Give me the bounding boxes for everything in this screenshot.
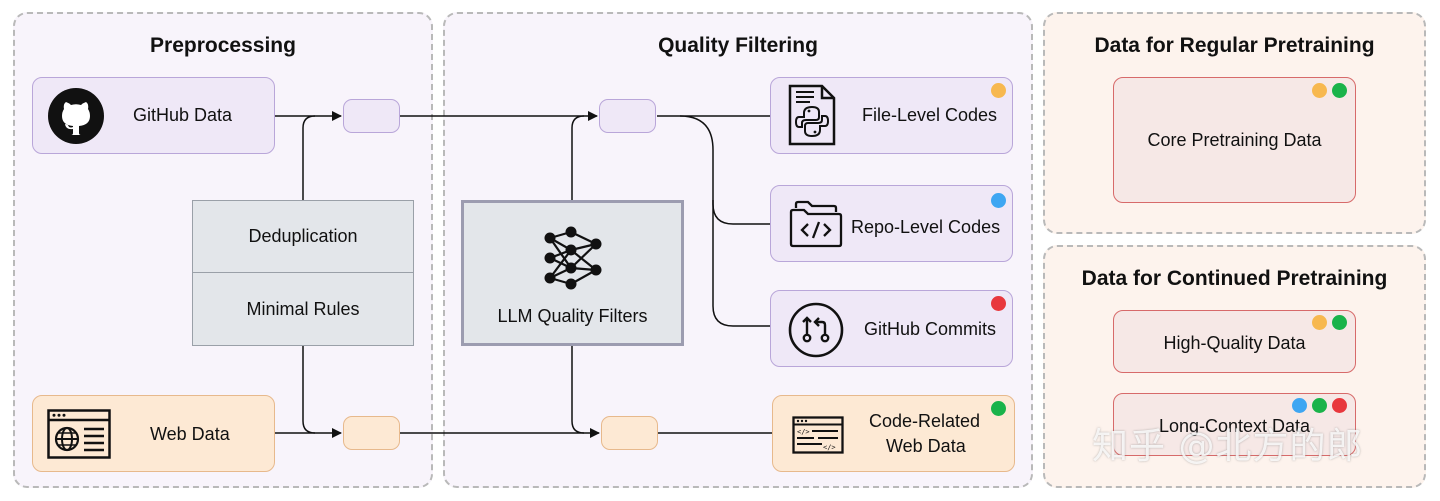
dedup-down-line — [302, 346, 316, 434]
code-window-icon: </> </> — [792, 416, 844, 459]
continued-pretraining-title: Data for Continued Pretraining — [1081, 267, 1388, 290]
llm-quality-filter-box: LLM Quality Filters — [461, 200, 684, 346]
code-folder-icon — [788, 200, 844, 253]
high-quality-data-label: High-Quality Data — [1163, 333, 1306, 353]
red-dot — [1332, 398, 1347, 413]
code-related-web-data-box: </> </> Code-Related Web Data — [772, 395, 1015, 472]
dedup-up-line — [302, 115, 316, 200]
blue-dot — [991, 193, 1006, 208]
repo-level-codes-label: Repo-Level Codes — [851, 217, 1001, 237]
to-commits-line — [712, 200, 770, 327]
core-pretraining-data-box: Core Pretraining Data — [1113, 77, 1356, 203]
github-data-label: GitHub Data — [133, 105, 233, 125]
rules-label: Minimal Rules — [246, 298, 360, 319]
web-merge-node — [343, 416, 400, 450]
web-data-label: Web Data — [150, 424, 230, 444]
green-dot — [1332, 83, 1347, 98]
red-dot — [991, 296, 1006, 311]
github-commits-box: GitHub Commits — [770, 290, 1013, 367]
preprocessing-title: Preprocessing — [150, 34, 296, 57]
code-related-web-data-label-line1: Code-Related — [869, 411, 981, 431]
regular-pretraining-title: Data for Regular Pretraining — [1094, 34, 1375, 57]
core-pretraining-data-label: Core Pretraining Data — [1147, 130, 1322, 150]
llm-quality-filter-label: LLM Quality Filters — [497, 306, 648, 326]
code-split-node — [599, 99, 656, 133]
dedup-step: Deduplication — [193, 201, 413, 273]
svg-text:</>: </> — [797, 428, 810, 436]
rules-step: Minimal Rules — [193, 273, 413, 345]
orange-dot — [1312, 315, 1327, 330]
long-context-data-label: Long-Context Data — [1158, 416, 1311, 436]
repo-level-codes-box: Repo-Level Codes — [770, 185, 1013, 262]
to-repo-level-line — [679, 115, 770, 225]
quality-filtering-title: Quality Filtering — [658, 34, 818, 57]
svg-text:</>: </> — [823, 444, 836, 452]
github-commits-label: GitHub Commits — [864, 319, 997, 339]
blue-dot — [1292, 398, 1307, 413]
watermark-text: 知乎 @北方的郎 — [1092, 426, 1364, 467]
web-page-icon — [47, 409, 111, 464]
filter-down-line — [571, 346, 585, 434]
file-level-codes-box: File-Level Codes — [770, 77, 1013, 154]
orange-dot — [1312, 83, 1327, 98]
filter-up-line — [571, 115, 585, 200]
file-level-codes-label: File-Level Codes — [862, 105, 998, 125]
github-data-box: GitHub Data — [32, 77, 275, 154]
neural-network-icon — [542, 225, 606, 296]
code-related-web-data-label-line2: Web Data — [886, 436, 966, 456]
github-icon — [47, 87, 105, 150]
web-data-box: Web Data — [32, 395, 275, 472]
preprocess-steps-block: Deduplication Minimal Rules — [192, 200, 414, 346]
high-quality-data-box: High-Quality Data — [1113, 310, 1356, 373]
orange-dot — [991, 83, 1006, 98]
long-context-data-box: Long-Context Data — [1113, 393, 1356, 456]
python-file-icon — [788, 84, 836, 151]
green-dot — [1332, 315, 1347, 330]
pull-request-icon — [787, 301, 845, 364]
green-dot — [991, 401, 1006, 416]
dedup-label: Deduplication — [248, 226, 358, 246]
web-filter-node — [601, 416, 658, 450]
github-merge-node — [343, 99, 400, 133]
green-dot — [1312, 398, 1327, 413]
